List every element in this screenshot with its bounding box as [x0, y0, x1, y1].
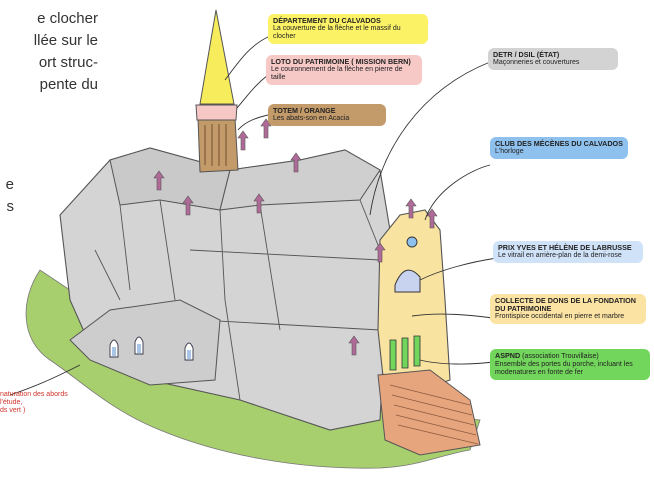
- label-title: COLLECTE DE DONS DE LA FONDATION DU PATR…: [495, 296, 636, 313]
- label-body: Ensemble des portes du porche, incluant …: [495, 361, 633, 376]
- note-line-1: naturation des abords: [0, 391, 68, 398]
- leader-lines: [9, 35, 498, 396]
- intro-line-2: llée sur le: [33, 32, 98, 49]
- porch-stair-lines: [389, 384, 479, 445]
- facade-doors: [389, 335, 421, 371]
- label-aspnd: ASPND (association Trouvillaise) Ensembl…: [490, 349, 650, 380]
- label-club-mecenes: CLUB DES MÉCÈNES DU CALVADOS L'horloge: [490, 137, 628, 159]
- spire: [199, 9, 235, 105]
- label-departement-calvados: DÉPARTEMENT DU CALVADOS La couverture de…: [268, 14, 428, 44]
- label-title: PRIX YVES ET HÉLÈNE DE LABRUSSE: [498, 243, 632, 252]
- label-title: ASPND: [495, 351, 521, 360]
- facade-clock: [406, 236, 418, 248]
- label-body: L'horloge: [495, 148, 524, 155]
- label-title-suffix: (association Trouvillaise): [522, 353, 599, 360]
- label-body: Le vitrail en arrière-plan de la demi-ro…: [498, 252, 622, 259]
- label-totem-orange: TOTEM / ORANGE Les abats-son en Acacia: [268, 104, 386, 126]
- intro-line-4: pente du: [39, 76, 98, 93]
- belfry: [197, 117, 239, 173]
- side-chapel: [69, 299, 221, 386]
- label-body: Les abats-son en Acacia: [273, 115, 350, 122]
- label-body: Frontispice occidental en pierre et marb…: [495, 313, 625, 320]
- arrows: [153, 118, 438, 356]
- label-loto-patrimoine: LOTO DU PATRIMOINE ( MISSION BERN) Le co…: [266, 55, 422, 85]
- bottom-note: naturation des abords l'étude, ds vert ): [0, 391, 110, 415]
- intro-line-3: ort struc-: [38, 54, 98, 71]
- note-line-3: ds vert ): [0, 407, 26, 414]
- intro-line-1: e clocher: [37, 10, 98, 27]
- facade-rose-window: [394, 269, 421, 293]
- label-prix-labrusse: PRIX YVES ET HÉLÈNE DE LABRUSSE Le vitra…: [493, 241, 643, 263]
- porch-stairs: [377, 369, 481, 456]
- label-title: LOTO DU PATRIMOINE ( MISSION BERN): [271, 57, 411, 66]
- belfry-slats: [204, 124, 227, 166]
- label-body: Maçonneries et couvertures: [493, 59, 580, 66]
- chapel-windows: [109, 336, 194, 361]
- belfry-crown: [195, 104, 238, 121]
- note-line-2: l'étude,: [0, 399, 23, 406]
- intro-line-5: e: [5, 176, 14, 193]
- label-body: La couverture de la flèche et le massif …: [273, 25, 401, 40]
- label-fondation-patrimoine: COLLECTE DE DONS DE LA FONDATION DU PATR…: [490, 294, 646, 324]
- label-title: DETR / DSIL (ÉTAT): [493, 50, 560, 59]
- label-body: Le couronnement de la flèche en pierre d…: [271, 66, 403, 81]
- label-title: CLUB DES MÉCÈNES DU CALVADOS: [495, 139, 623, 148]
- intro-line-6: s: [6, 198, 15, 215]
- nave-roof-lines: [94, 199, 381, 401]
- label-title: TOTEM / ORANGE: [273, 106, 336, 115]
- intro-text: e clocher llée sur le ort struc- pente d…: [0, 8, 98, 96]
- label-title: DÉPARTEMENT DU CALVADOS: [273, 16, 381, 25]
- label-detr-dsil: DETR / DSIL (ÉTAT) Maçonneries et couver…: [488, 48, 618, 70]
